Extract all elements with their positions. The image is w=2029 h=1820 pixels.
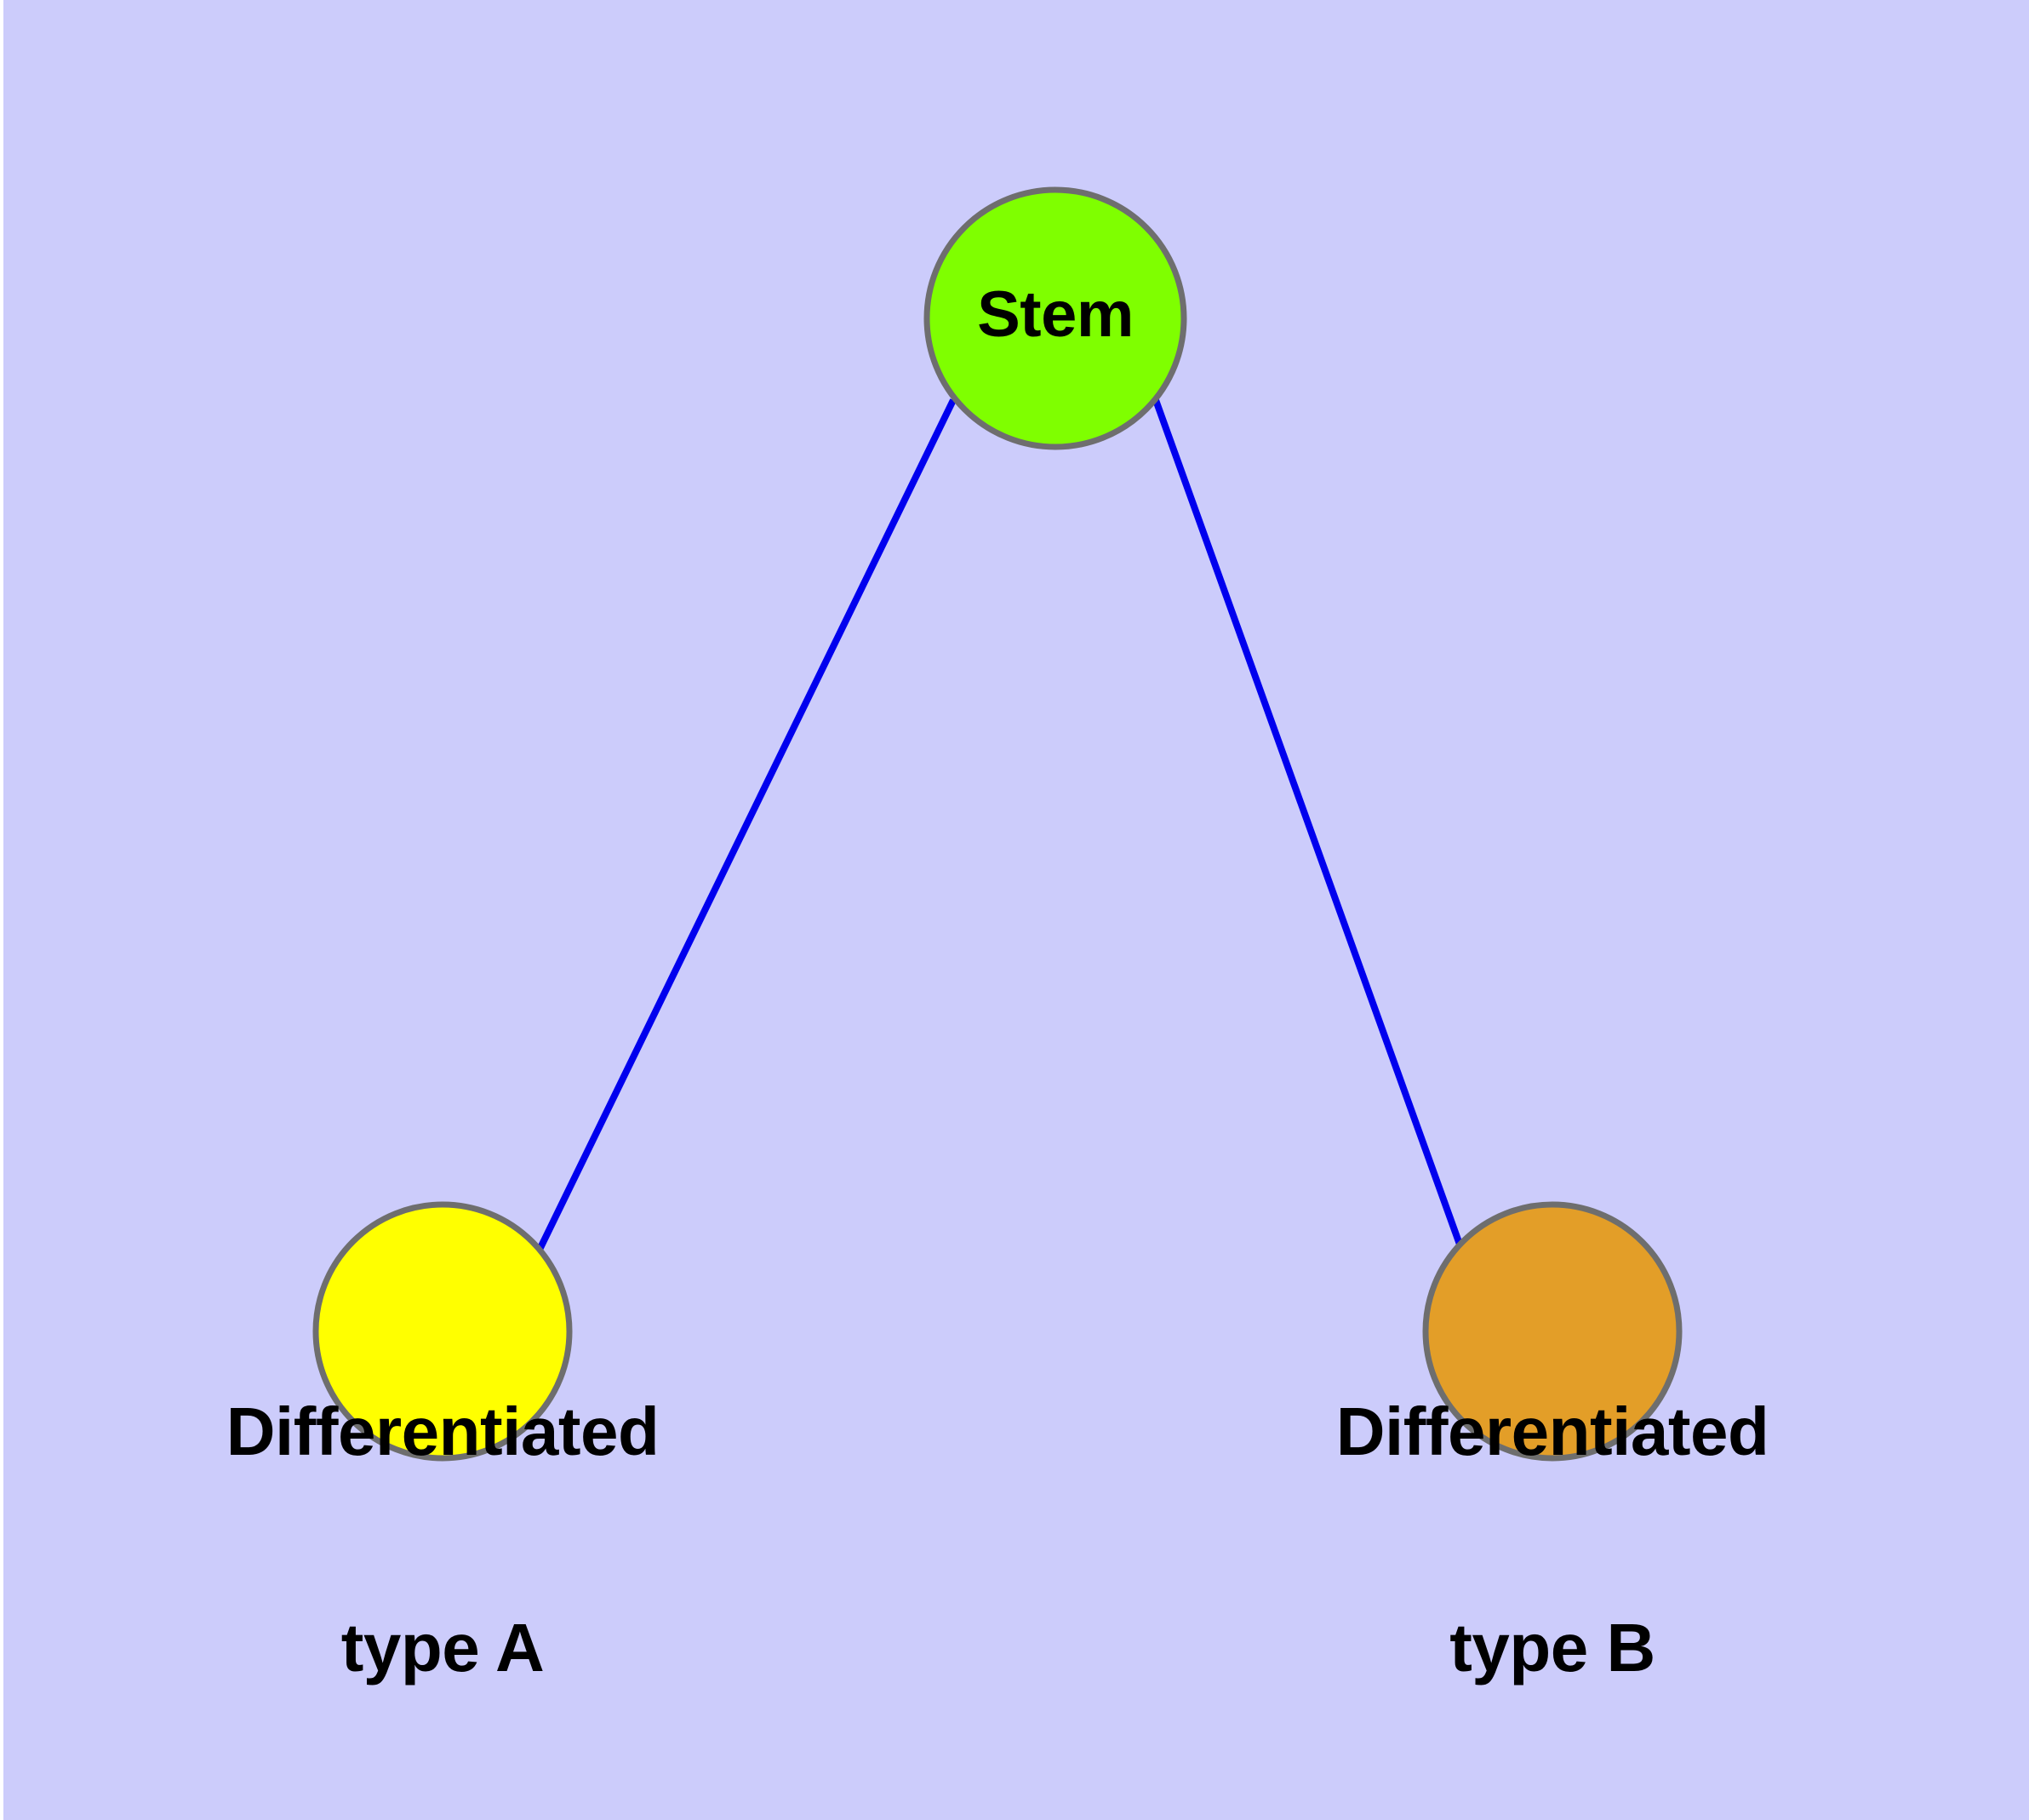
node-layer — [312, 186, 1683, 1462]
edge-layer — [534, 398, 1466, 1255]
edge-stem-to-differentiated-type-b[interactable] — [1152, 398, 1466, 1253]
node-differentiated-type-a[interactable] — [312, 1201, 573, 1462]
node-stem[interactable] — [923, 186, 1187, 450]
node-differentiated-type-b[interactable] — [1422, 1201, 1683, 1462]
edge-stem-to-differentiated-type-a[interactable] — [534, 398, 957, 1255]
